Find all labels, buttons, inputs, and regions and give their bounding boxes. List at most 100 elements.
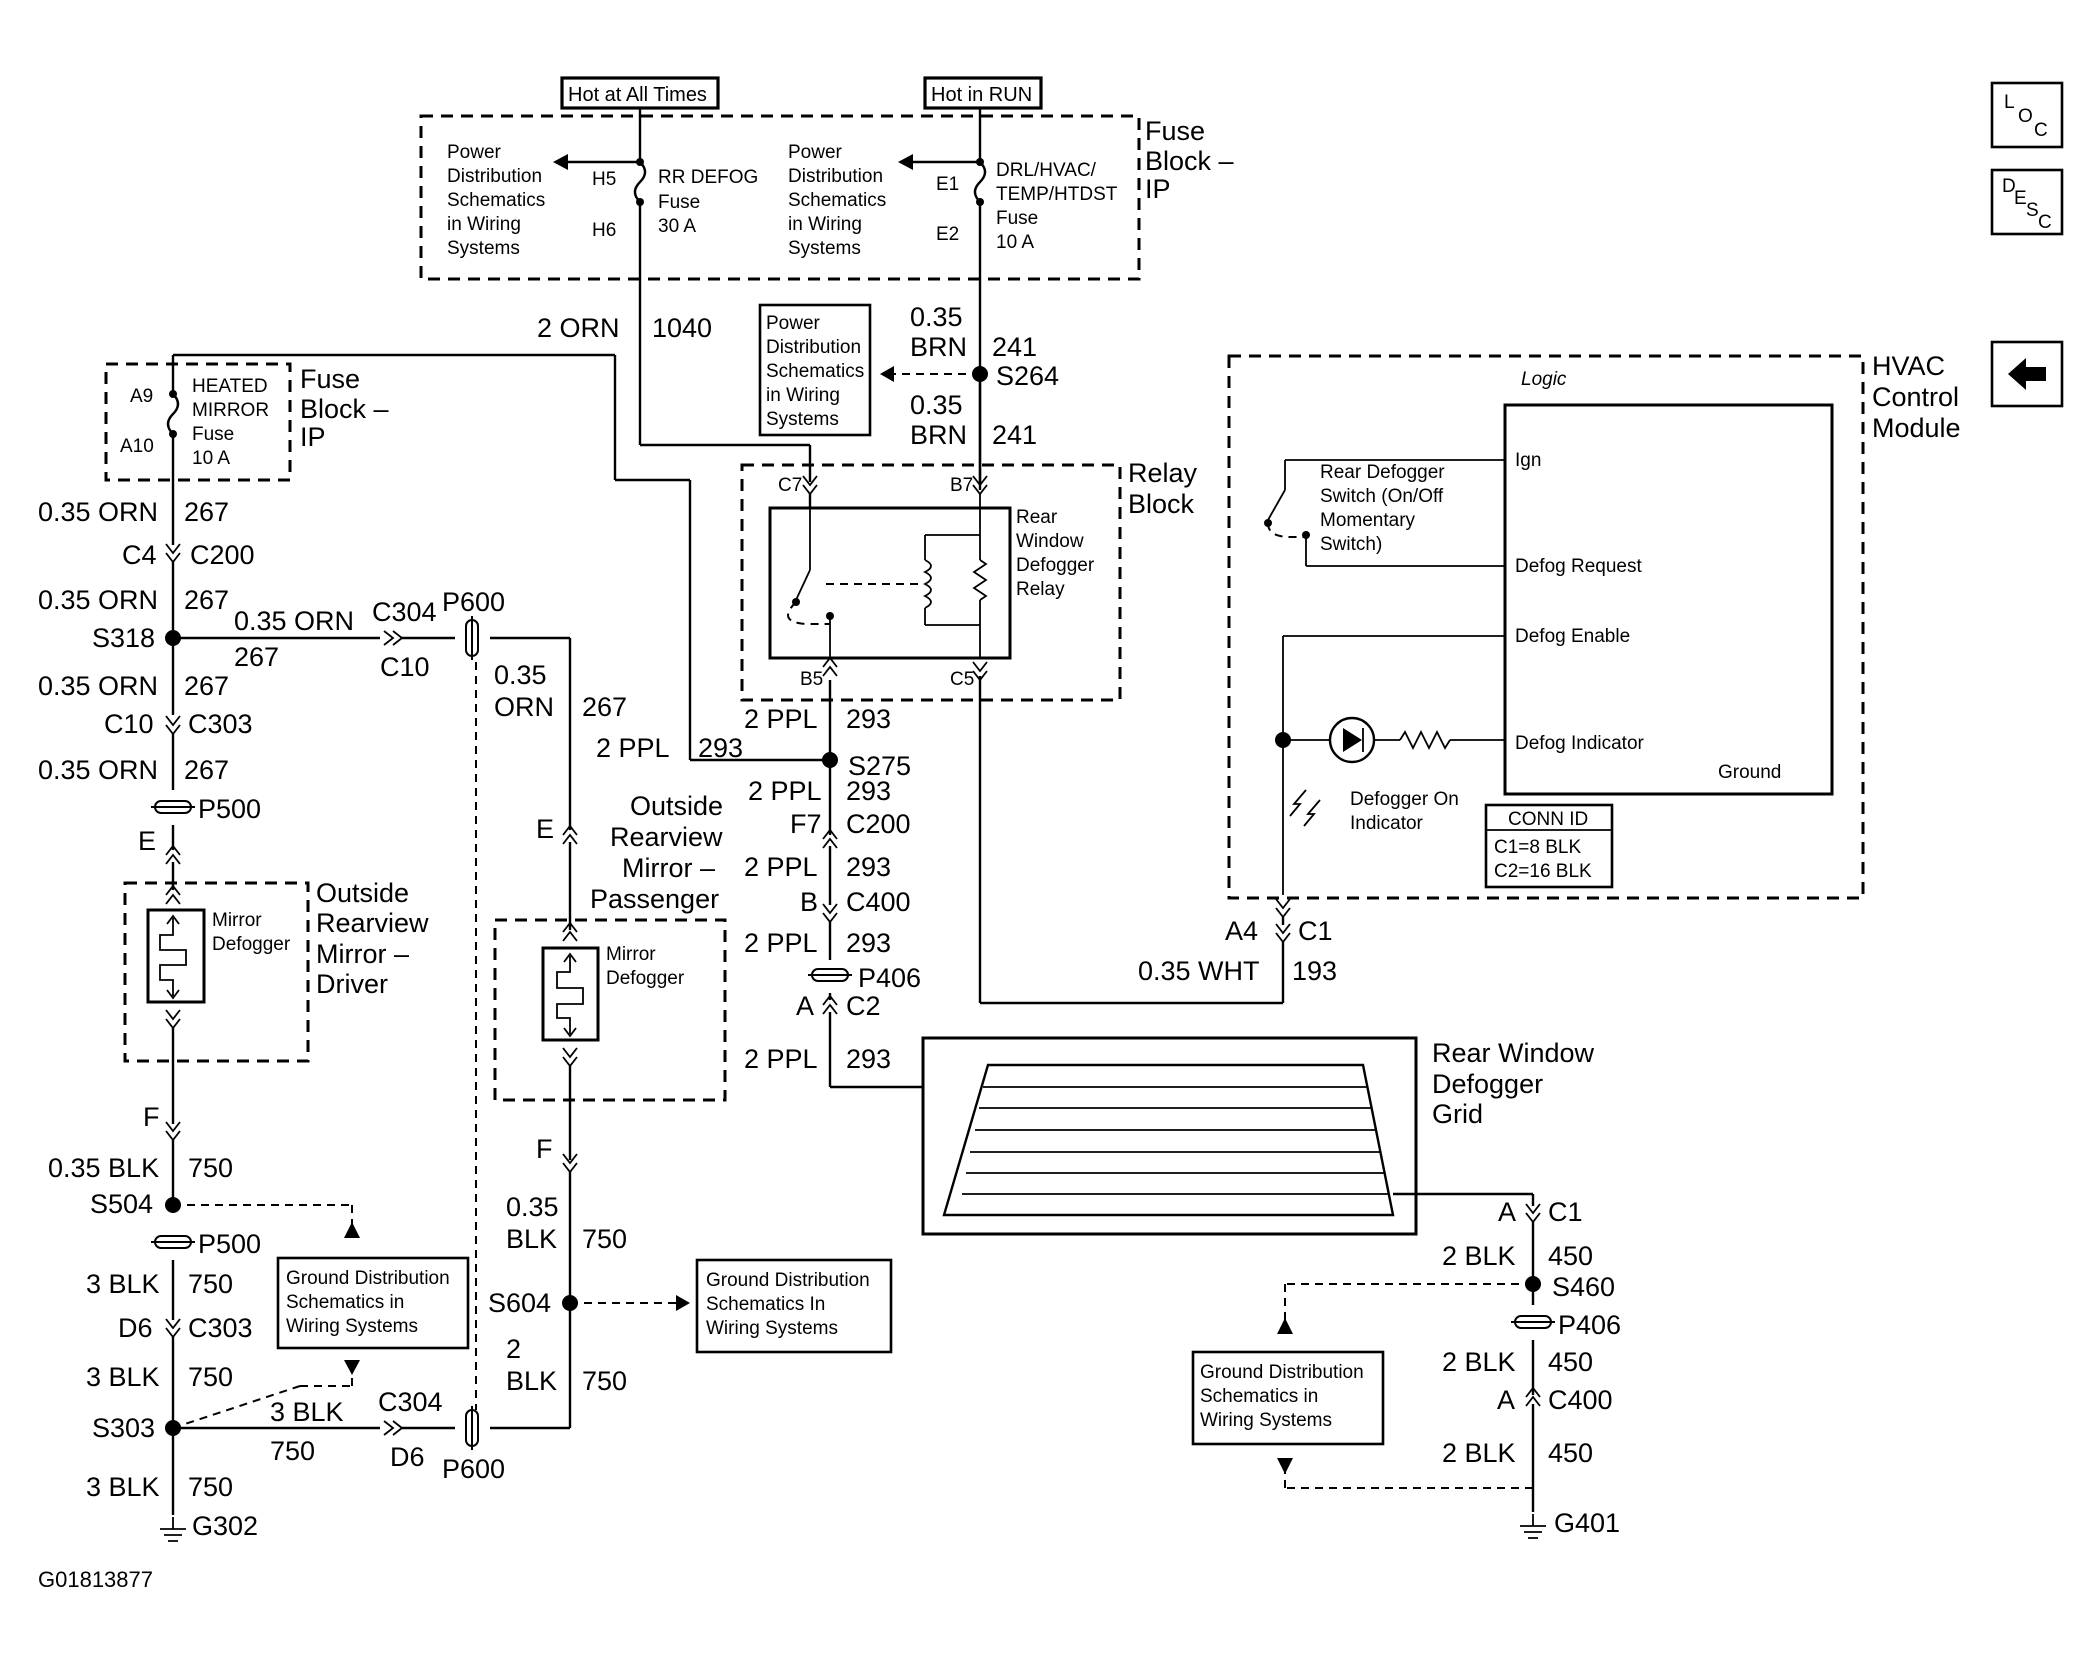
wire-293-f: 2 PPL: [744, 1044, 818, 1074]
conn-c303-bottom: C303: [188, 1313, 253, 1343]
ground-g302-icon: [159, 1516, 187, 1542]
defogger-grid-icon: [942, 1063, 1395, 1217]
relay-name-4: Relay: [1016, 579, 1065, 600]
conn-p500-top: P500: [198, 794, 261, 824]
image-id-label: G01813877: [38, 1567, 153, 1592]
wire-267-p-circuit: 267: [582, 692, 627, 722]
grid-title-3: Grid: [1432, 1099, 1483, 1129]
grid-title-2: Defogger: [1432, 1069, 1543, 1099]
wire-267-h: 0.35 ORN: [234, 606, 354, 636]
conn-c200-mid: C200: [846, 809, 911, 839]
hvac-pin-ign: Ign: [1515, 450, 1541, 471]
pass-mirror-title-1: Outside: [630, 791, 723, 821]
wire-267-l2: 0.35 ORN: [38, 585, 158, 615]
wire-750-h: 3 BLK: [270, 1397, 344, 1427]
wire-241-circuit-a: 241: [992, 332, 1037, 362]
wire-267-l1-circuit: 267: [184, 497, 229, 527]
pin-a-right-2: A: [1497, 1385, 1515, 1415]
conn-c1-right: C1: [1548, 1197, 1583, 1227]
light-rays-icon: [1289, 789, 1321, 827]
power-dist-left-3: Schematics: [447, 190, 545, 211]
heated-mirror-2: MIRROR: [192, 400, 269, 421]
desc-button[interactable]: D E S C: [1990, 168, 2064, 236]
desc-letter-s: S: [2026, 200, 2039, 221]
pass-mirror-element-2: Defogger: [606, 968, 685, 989]
gnd-right-3: Wiring Systems: [1200, 1410, 1332, 1431]
e1-label: E1: [936, 174, 959, 195]
hvac-logic-block: [1503, 403, 1834, 796]
conn-id-title: CONN ID: [1508, 809, 1588, 830]
gnd-left-3: Wiring Systems: [286, 1316, 418, 1337]
indicator-label-2: Indicator: [1350, 813, 1424, 834]
rr-defog-label: RR DEFOG: [658, 167, 758, 188]
power-dist-left-1: Power: [447, 142, 502, 163]
pass-mirror-title-2: Rearview: [610, 822, 723, 852]
gnd-mid-3: Wiring Systems: [706, 1318, 838, 1339]
drl-label-4: 10 A: [996, 232, 1034, 253]
conn-c304-top: C304: [372, 597, 437, 627]
hvac-logic-label: Logic: [1521, 369, 1567, 390]
driver-circuit: 0.35 ORN 267 C4 C200 0.35 ORN 267 S318 0…: [38, 434, 572, 1410]
desc-letter-e: E: [2014, 188, 2027, 209]
relay-block-title-2: Block: [1128, 489, 1195, 519]
pass-mirror-element-1: Mirror: [606, 944, 656, 965]
conn-id-c2: C2=16 BLK: [1494, 861, 1592, 882]
conn-c1-hvac: C1: [1298, 916, 1333, 946]
hvac-title-1: HVAC: [1872, 351, 1945, 381]
wire-293-c-circuit: 293: [846, 776, 891, 806]
wire-267-h-circuit: 267: [234, 642, 279, 672]
pin-a-mid: A: [796, 991, 814, 1021]
switch-label-1: Rear Defogger: [1320, 462, 1445, 483]
loc-letter-o: O: [2018, 106, 2033, 127]
back-button[interactable]: [1990, 340, 2064, 408]
h5-label: H5: [592, 169, 616, 190]
loc-button[interactable]: L O C: [1990, 81, 2064, 149]
left-fuse-title: Fuse: [300, 364, 360, 394]
desc-letter-c: C: [2038, 212, 2052, 233]
relay-pin-c7: C7: [778, 475, 802, 496]
wire-750-l1: 0.35 BLK: [48, 1153, 159, 1183]
gnd-left-2: Schematics in: [286, 1292, 404, 1313]
wire-293-d-circuit: 293: [846, 852, 891, 882]
fuse-block-title-2: Block –: [1145, 146, 1234, 176]
pin-e-passenger: E: [536, 814, 554, 844]
drl-fuse-icon: [973, 161, 987, 203]
wire-750-p2-circuit: 750: [582, 1366, 627, 1396]
ground-g401-icon: [1519, 1513, 1547, 1539]
power-dist-mid-box: Power Distribution Schematics in Wiring …: [758, 303, 872, 437]
fuse-block-title-3: IP: [1145, 174, 1171, 204]
gnd-right-1: Ground Distribution: [1200, 1362, 1364, 1383]
wire-750-l3: 3 BLK: [86, 1362, 160, 1392]
relay-name-2: Window: [1016, 531, 1084, 552]
power-dist-left-4: in Wiring: [447, 214, 521, 235]
wire-750-l4: 3 BLK: [86, 1472, 160, 1502]
wire-267-p-size: 0.35: [494, 660, 547, 690]
wire-450-2: 2 BLK: [1442, 1347, 1516, 1377]
drl-label-2: TEMP/HTDST: [996, 184, 1118, 205]
switch-label-4: Switch): [1320, 534, 1382, 555]
wire-267-l3: 0.35 ORN: [38, 671, 158, 701]
conn-c304-bottom: C304: [378, 1387, 443, 1417]
relay-pin-b7: B7: [950, 475, 973, 496]
conn-c303-left: C303: [188, 709, 253, 739]
grid-title-1: Rear Window: [1432, 1038, 1595, 1068]
hvac-control-module: HVAC Control Module Logic Ign Defog Requ…: [1227, 351, 1961, 900]
pin-f-passenger: F: [536, 1134, 553, 1164]
wire-267-l4-circuit: 267: [184, 755, 229, 785]
heated-mirror-4: 10 A: [192, 448, 230, 469]
wire-293-c: 2 PPL: [748, 776, 822, 806]
relay-block-title: Relay: [1128, 458, 1198, 488]
wire-267-p-color: ORN: [494, 692, 554, 722]
driver-mirror-title-2: Rearview: [316, 908, 429, 938]
wire-293-a: 2 PPL: [596, 733, 670, 763]
driver-mirror-heater-icon: [146, 908, 206, 1004]
relay-name-3: Defogger: [1016, 555, 1095, 576]
wire-750-p-circuit: 750: [582, 1224, 627, 1254]
drl-label-3: Fuse: [996, 208, 1038, 229]
conn-c200-left: C200: [190, 540, 255, 570]
wire-450-3: 2 BLK: [1442, 1438, 1516, 1468]
hvac-pin-defog-enable: Defog Enable: [1515, 626, 1630, 647]
pin-f-left: F: [143, 1102, 160, 1132]
gnd-mid-2: Schematics In: [706, 1294, 825, 1315]
ground-dist-left: Ground Distribution Schematics in Wiring…: [276, 1256, 470, 1350]
